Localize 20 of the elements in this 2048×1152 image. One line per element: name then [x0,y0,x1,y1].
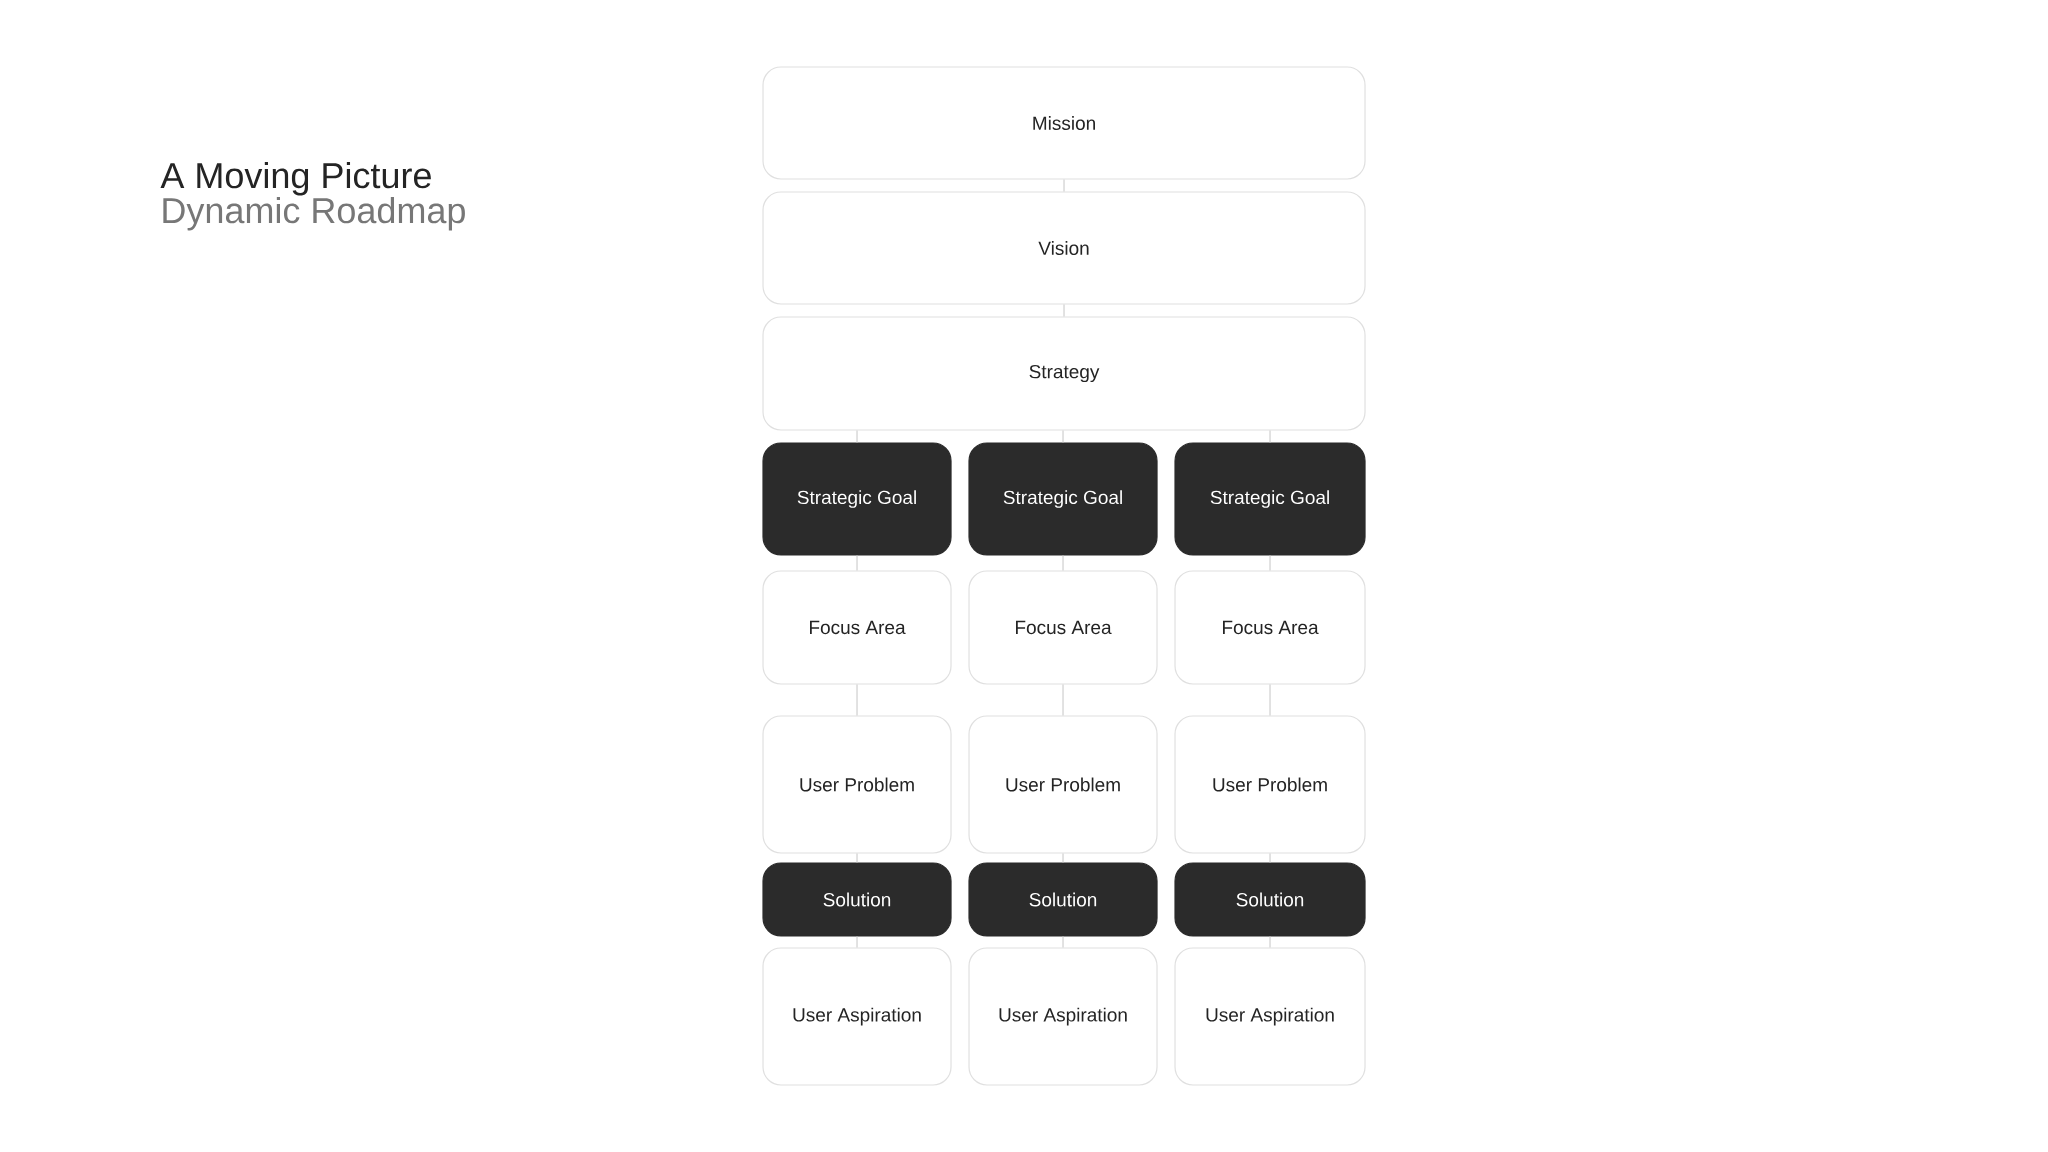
outlined-box: Vision [762,191,1366,305]
dark-box: Strategic Goal [762,442,952,556]
dark-box: Solution [762,862,952,937]
dark-box: Strategic Goal [968,442,1158,556]
outlined-box: User Aspiration [762,947,952,1086]
dark-box: Solution [968,862,1158,937]
outlined-box: Focus Area [762,570,952,685]
outlined-box: Strategy [762,316,1366,431]
outlined-box: Focus Area [968,570,1158,685]
outlined-box: Mission [762,66,1366,180]
dark-box: Solution [1174,862,1366,937]
outlined-box: User Aspiration [968,947,1158,1086]
outlined-box: User Problem [762,715,952,854]
outlined-box: User Problem [968,715,1158,854]
subtitle: Dynamic Roadmap [163,196,465,231]
outlined-box: User Problem [1174,715,1366,854]
title: A Moving Picture [160,161,431,196]
outlined-box: Focus Area [1174,570,1366,685]
outlined-box: User Aspiration [1174,947,1366,1086]
dark-box: Strategic Goal [1174,442,1366,556]
